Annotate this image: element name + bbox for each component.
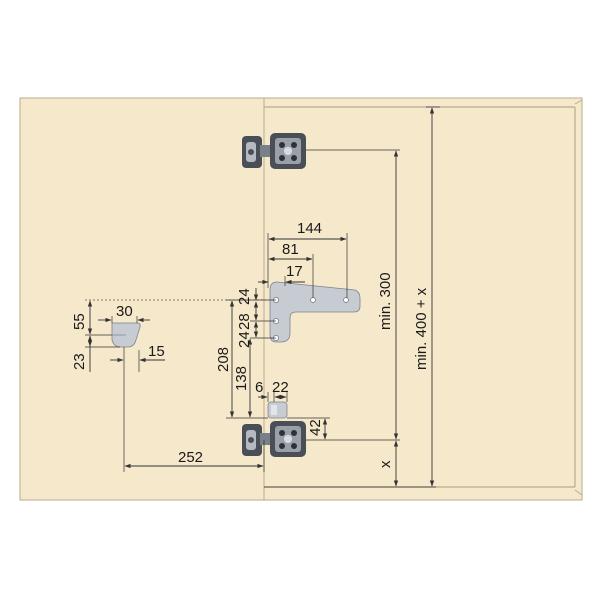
label-24a: 24 bbox=[236, 288, 253, 305]
label-x: x bbox=[377, 460, 394, 468]
label-55: 55 bbox=[71, 313, 88, 330]
cup-hole-icon bbox=[111, 322, 141, 348]
label-6: 6 bbox=[255, 379, 263, 396]
label-23: 23 bbox=[71, 353, 88, 370]
label-30: 30 bbox=[116, 303, 133, 320]
label-22: 22 bbox=[272, 379, 289, 396]
mounting-plate-icon bbox=[269, 281, 361, 343]
label-24b: 24 bbox=[236, 331, 253, 348]
door-corner-top-right bbox=[574, 99, 583, 105]
label-15: 15 bbox=[148, 343, 165, 360]
label-min-300: min. 300 bbox=[377, 272, 394, 330]
label-min-400-x: min. 400 + x bbox=[413, 287, 430, 370]
stop-block-icon bbox=[267, 401, 288, 419]
label-144: 144 bbox=[297, 220, 322, 237]
hinge-top-icon bbox=[242, 133, 306, 169]
label-138: 138 bbox=[233, 366, 250, 391]
label-28: 28 bbox=[236, 313, 253, 330]
door-corner-bottom-right bbox=[574, 489, 583, 496]
label-42: 42 bbox=[307, 419, 324, 436]
label-81: 81 bbox=[282, 241, 299, 258]
label-17: 17 bbox=[286, 263, 303, 280]
label-252: 252 bbox=[178, 449, 203, 466]
cabinet-side-panel bbox=[19, 97, 265, 501]
label-208: 208 bbox=[215, 347, 232, 372]
hinge-bottom-icon bbox=[242, 421, 306, 457]
